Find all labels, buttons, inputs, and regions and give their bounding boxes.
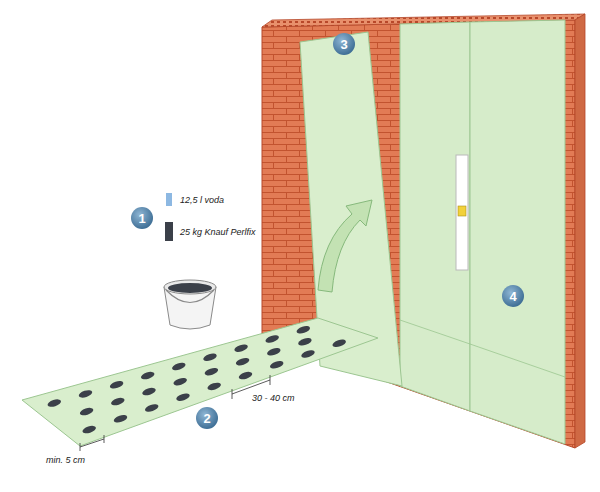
callout-ball bbox=[196, 407, 218, 429]
callout-ball bbox=[131, 207, 153, 229]
adhesive-blob bbox=[173, 376, 188, 386]
legend-text: 12,5 l voda bbox=[180, 195, 224, 205]
adhesive-blob bbox=[296, 325, 311, 335]
wall-side bbox=[575, 14, 585, 448]
adhesive-blob bbox=[266, 347, 281, 357]
adhesive-blob bbox=[238, 370, 253, 380]
adhesive-blob bbox=[171, 361, 186, 371]
legend-swatch bbox=[165, 222, 173, 241]
legend-text: 25 kg Knauf Perlfix bbox=[180, 227, 256, 237]
adhesive-blob bbox=[204, 366, 219, 376]
callout-ball bbox=[502, 285, 524, 307]
adhesive-blob bbox=[332, 338, 347, 348]
adhesive-blob bbox=[82, 424, 97, 434]
adhesive-blob bbox=[47, 398, 62, 408]
adhesive-blob bbox=[144, 403, 159, 413]
adhesive-blob bbox=[265, 334, 280, 344]
adhesive-blob bbox=[141, 386, 156, 396]
spirit-level bbox=[456, 155, 468, 270]
dimension-line bbox=[80, 435, 104, 451]
adhesive-blob bbox=[233, 343, 248, 353]
callout-number: 1 bbox=[138, 212, 145, 225]
legend-swatch bbox=[166, 193, 172, 206]
callout-ball bbox=[333, 33, 355, 55]
dimension-label: 30 - 40 cm bbox=[252, 393, 295, 403]
dimension-label: min. 5 cm bbox=[46, 455, 85, 465]
adhesive-blob bbox=[300, 349, 315, 359]
callout-number: 4 bbox=[509, 290, 516, 303]
adhesive-blob bbox=[113, 414, 128, 424]
brick-wall bbox=[262, 20, 575, 448]
adhesive-blob bbox=[78, 389, 93, 399]
adhesive-blob bbox=[110, 396, 125, 406]
adhesive-blob bbox=[202, 352, 217, 362]
curved-arrow bbox=[318, 200, 372, 292]
plasterboard bbox=[400, 22, 470, 411]
adhesive-blob bbox=[235, 356, 250, 366]
adhesive-blob bbox=[207, 381, 222, 391]
adhesive-blob bbox=[79, 406, 94, 416]
adhesive-blob bbox=[109, 380, 124, 390]
adhesive-blob bbox=[269, 360, 284, 370]
adhesive-blob bbox=[140, 370, 155, 380]
plasterboard-floor bbox=[22, 318, 378, 446]
adhesive-blob bbox=[175, 392, 190, 402]
callout-number: 2 bbox=[203, 412, 210, 425]
adhesive-blob bbox=[297, 337, 312, 347]
plasterboard bbox=[470, 20, 565, 444]
callout-number: 3 bbox=[340, 38, 347, 51]
